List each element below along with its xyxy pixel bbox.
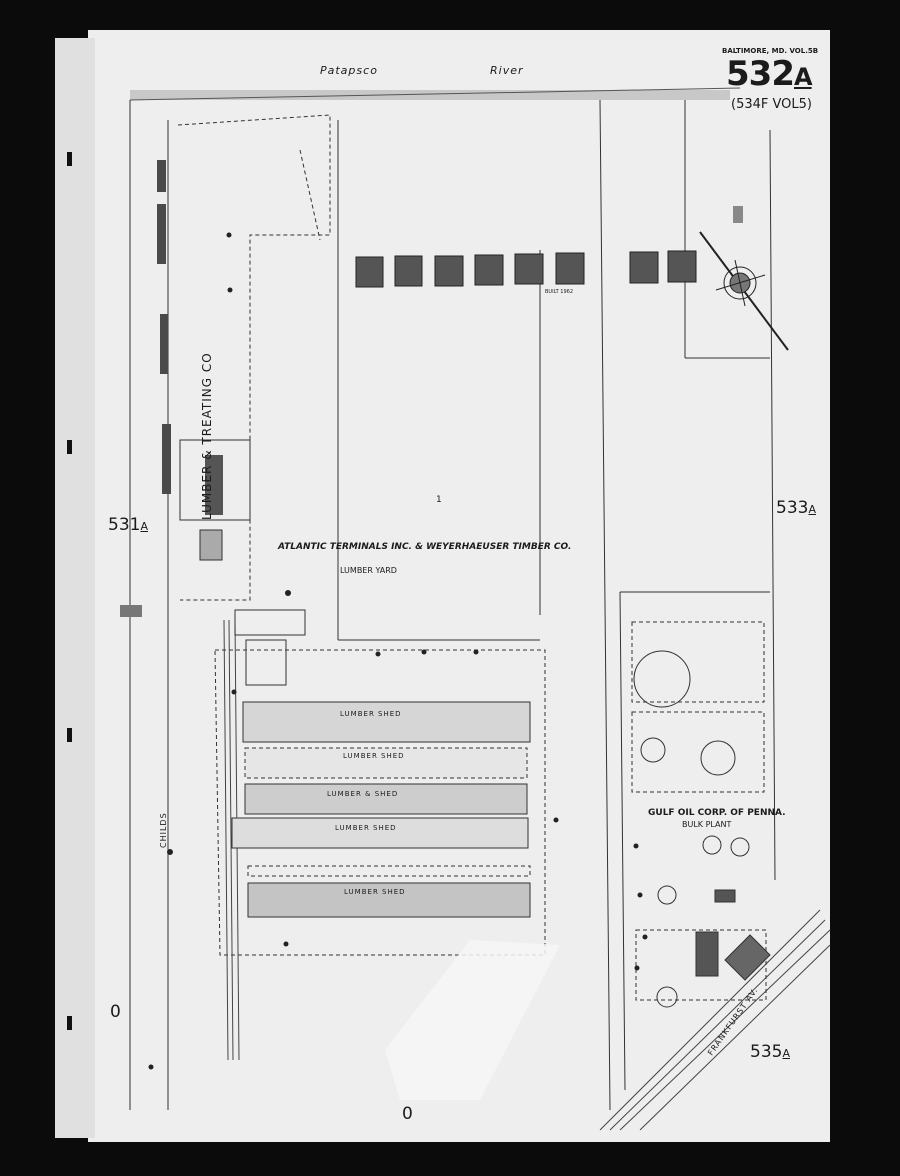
river-label-word2: River — [490, 64, 524, 77]
adjacent-west-number: 531 — [108, 515, 141, 535]
lumber-sheds — [231, 701, 531, 918]
adjacent-sheet-east: 533A — [776, 498, 816, 518]
paste-over-strip — [385, 940, 560, 1100]
paper-binding-edge — [55, 38, 95, 1138]
atlantic-terminals-label: ATLANTIC TERMINALS INC. & WEYERHAEUSER T… — [278, 542, 572, 552]
lumber-yard-label: LUMBER YARD — [340, 566, 397, 575]
adjacent-west-suffix: A — [140, 520, 148, 533]
built-note: BUILT 1962 — [545, 289, 574, 295]
small-structure — [733, 206, 743, 223]
storage-bins — [355, 250, 697, 288]
binding-holes — [67, 152, 72, 1030]
sheet-number-value: 532 — [726, 54, 795, 94]
gulf-oil-plant — [631, 621, 771, 1008]
adjacent-southeast-number: 535 — [750, 1042, 783, 1062]
shed-label: LUMBER & SHED — [327, 790, 399, 798]
river-shoreline — [130, 90, 730, 100]
adjacent-southeast-suffix: A — [782, 1047, 790, 1060]
sheet-reference: (534F VOL5) — [731, 97, 812, 112]
hydrant-markers — [148, 232, 648, 1070]
sheet-number-suffix: A — [793, 63, 813, 91]
shed-label: LUMBER SHED — [344, 888, 406, 896]
bulk-plant-label: BULK PLANT — [682, 820, 732, 829]
adjacent-sheet-west: 531A — [108, 515, 148, 535]
compass-rose — [699, 231, 789, 351]
treating-co-buildings — [179, 439, 306, 686]
west-dock-strips — [120, 160, 171, 617]
lumber-treating-label: LUMBER & TREATING CO — [200, 352, 214, 520]
zero-mark-bottom: 0 — [402, 1104, 413, 1124]
sheet-number: 532A — [726, 54, 813, 94]
block-number-label: 1 — [436, 495, 442, 505]
property-lines — [129, 99, 776, 1111]
dashed-building-lines — [177, 114, 546, 956]
river-label-word1: Patapsco — [320, 64, 378, 77]
zero-mark-left: 0 — [110, 1002, 121, 1022]
adjacent-east-suffix: A — [808, 503, 816, 516]
shed-label: LUMBER SHED — [340, 710, 402, 718]
shed-label: LUMBER SHED — [343, 752, 405, 760]
shed-label: LUMBER SHED — [335, 824, 397, 832]
childs-street-label: CHILDS — [159, 812, 168, 848]
adjacent-sheet-southeast: 535A — [750, 1042, 790, 1062]
city-volume-line: BALTIMORE, MD. VOL.5B — [722, 47, 819, 55]
adjacent-east-number: 533 — [776, 498, 809, 518]
gulf-oil-label: GULF OIL CORP. OF PENNA. — [648, 808, 786, 818]
shoreline-edge — [129, 87, 741, 101]
